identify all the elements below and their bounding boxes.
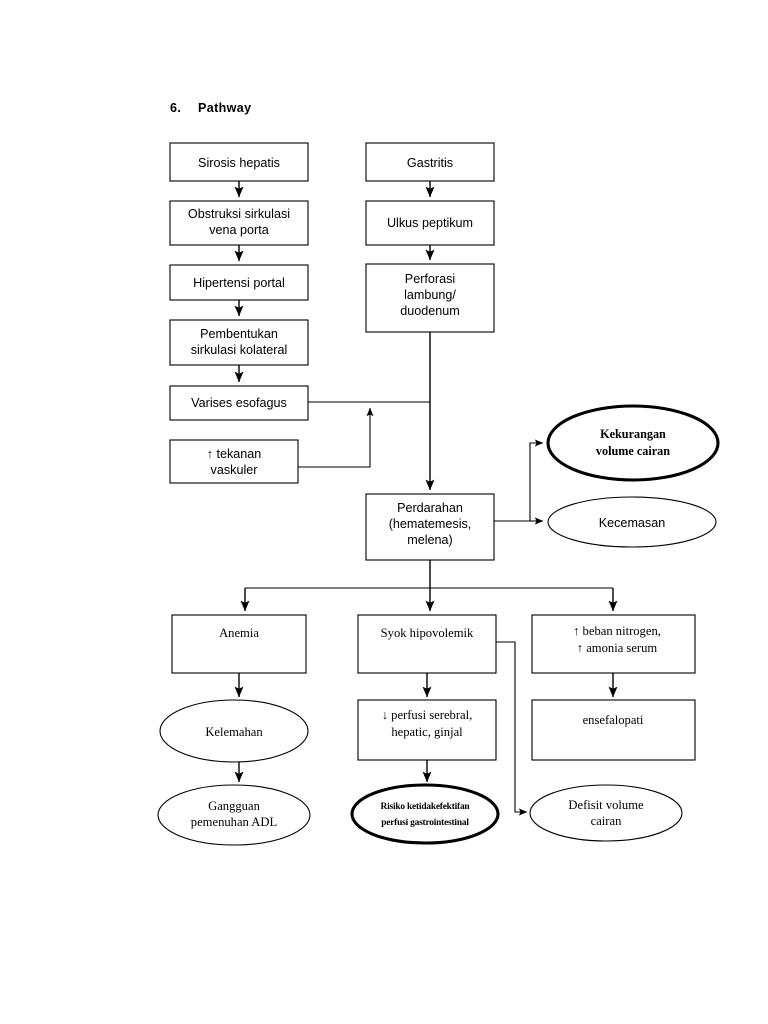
node-label-line2: pemenuhan ADL [191,815,277,829]
node-label-line2: hepatic, ginjal [391,725,463,739]
node-label: Sirosis hepatis [198,156,280,170]
node-label-line1: Kekurangan [600,427,666,441]
node-label: Kelemahan [205,725,263,739]
node-syok-hipovolemik[interactable]: Syok hipovolemik [357,614,497,674]
section-title: Pathway [198,101,252,115]
node-label-line1: ↑ beban nitrogen, [573,624,661,638]
node-label: Ulkus peptikum [387,216,473,230]
node-label-line2: cairan [591,814,622,828]
node-label-line2: perfusi gastrointestinal [381,818,469,828]
edge-tekanan-to-perdarahan [298,407,374,468]
node-kecemasan[interactable]: Kecemasan [547,496,717,548]
node-perforasi-lambung-duodenum[interactable]: Perforasi lambung/ duodenum [365,263,495,333]
node-label: Gastritis [407,156,453,170]
node-ulkus-peptikum[interactable]: Ulkus peptikum [365,200,495,246]
node-label-line2: lambung/ [404,288,456,302]
node-label-line1: ↑ tekanan [207,447,262,461]
node-label-line2: vaskuler [211,463,258,477]
node-obstruksi-sirkulasi-vena-porta[interactable]: Obstruksi sirkulasi vena porta [169,200,309,246]
node-perdarahan-hematemesis-melena[interactable]: Perdarahan (hematemesis, melena) [365,493,495,561]
node-gangguan-pemenuhan-adl[interactable]: Gangguan pemenuhan ADL [157,784,311,846]
node-label-line1: Risiko ketidakefektifan [381,802,471,812]
node-label-line1: Pembentukan [200,327,278,341]
node-label: ensefalopati [583,713,644,727]
node-label-line1: Perdarahan [397,501,463,515]
edge-perdarahan-bus [240,560,618,612]
section-number: 6. [170,101,182,115]
node-label: Kecemasan [599,516,666,530]
node-label: Anemia [219,626,259,640]
node-tekanan-vaskuler[interactable]: ↑ tekanan vaskuler [169,439,299,484]
node-perfusi-serebral-hepatic-ginjal[interactable]: ↓ perfusi serebral, hepatic, ginjal [357,699,497,761]
node-label-line1: ↓ perfusi serebral, [382,708,473,722]
node-label-line1: Obstruksi sirkulasi [188,207,290,221]
page-title: 6. Pathway [170,101,252,115]
edge-syok-to-defisit [496,641,528,816]
node-label-line2: sirkulasi kolateral [191,343,288,357]
node-sirosis-hepatis[interactable]: Sirosis hepatis [169,142,309,182]
node-label-line2: volume cairan [596,444,670,458]
edge-perdarahan-to-kekurangan [494,439,544,522]
node-label: Syok hipovolemik [381,626,474,640]
node-ensefalopati[interactable]: ensefalopati [531,699,696,761]
node-gastritis[interactable]: Gastritis [365,142,495,182]
node-pembentukan-sirkulasi-kolateral[interactable]: Pembentukan sirkulasi kolateral [169,319,309,366]
node-defisit-volume-cairan[interactable]: Defisit volume cairan [529,784,683,842]
node-label-line1: Perforasi [405,272,455,286]
node-label-line2: ↑ amonia serum [577,641,658,655]
node-label: Varises esofagus [191,396,287,410]
node-label: Hipertensi portal [193,276,285,290]
node-label-line1: Gangguan [208,799,260,813]
node-label-line1: Defisit volume [568,798,644,812]
node-beban-nitrogen-amonia-serum[interactable]: ↑ beban nitrogen, ↑ amonia serum [531,614,696,674]
node-varises-esofagus[interactable]: Varises esofagus [169,385,309,421]
node-anemia[interactable]: Anemia [171,614,307,674]
node-kelemahan[interactable]: Kelemahan [159,699,309,763]
node-kekurangan-volume-cairan[interactable]: Kekurangan volume cairan [546,404,720,482]
node-label-line2: vena porta [209,223,269,237]
node-label-line3: melena) [407,533,453,547]
node-label-line2: (hematemesis, [389,517,472,531]
node-label-line3: duodenum [400,304,460,318]
node-risiko-ketidakefektifan-perfusi-gastrointestinal[interactable]: Risiko ketidakefektifan perfusi gastroin… [350,783,500,845]
node-hipertensi-portal[interactable]: Hipertensi portal [169,264,309,301]
